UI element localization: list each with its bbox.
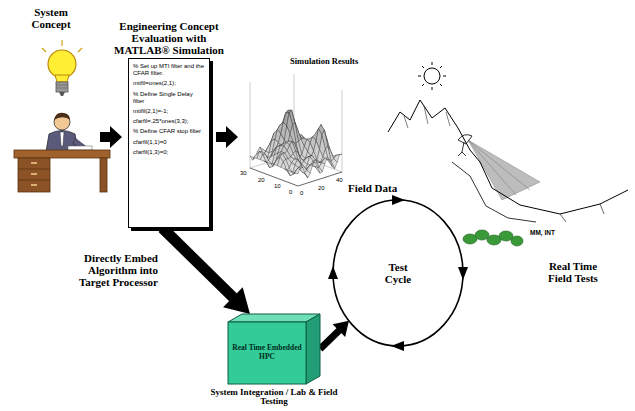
cube-top-face — [228, 314, 320, 322]
sun — [424, 68, 440, 84]
plot-axes — [250, 168, 342, 186]
bulb-thread — [56, 88, 68, 89]
axis-tick: 0 — [289, 189, 292, 196]
field-landscape — [388, 62, 628, 246]
bulb-ray — [61, 40, 62, 46]
bulb-thread — [56, 85, 68, 86]
block-arrow — [216, 126, 238, 148]
plot-wall-edge — [250, 74, 342, 172]
drawer-handle — [31, 162, 37, 164]
bulb-ray — [78, 48, 82, 52]
sensor-beam-line — [468, 140, 530, 195]
axis-tick: 40 — [336, 177, 343, 184]
axis-tick: 20 — [318, 185, 325, 192]
surface-cell — [295, 167, 301, 174]
sensor-beam — [468, 140, 540, 200]
desk-drawer — [18, 169, 50, 170]
sun-rays — [418, 62, 446, 90]
mountain-shading — [404, 106, 450, 128]
cycle-ellipse — [333, 200, 463, 346]
code-line: cfarfil(1,1)=0 — [133, 139, 205, 146]
radar-mast — [458, 142, 466, 156]
axis-tick: 30 — [240, 170, 247, 177]
trees — [463, 230, 523, 246]
desk-drawer — [18, 180, 50, 181]
cycle-arrowhead — [328, 266, 338, 279]
drawer-handle — [31, 173, 37, 175]
cube-front-face — [228, 322, 306, 384]
cycle-arrowhead — [392, 195, 405, 205]
cycle-arrowhead — [458, 267, 468, 280]
tree — [511, 236, 523, 246]
plot-title: Simulation Results — [290, 57, 358, 66]
field-test-label: Real Time Field Tests — [548, 260, 598, 284]
desk-pedestal — [18, 158, 50, 192]
block-arrow — [100, 126, 122, 148]
code-line: mtifil=ones(2,1); — [133, 80, 205, 87]
cycle-text-area: Test Cycle — [333, 200, 463, 346]
bulb-neck — [55, 75, 69, 82]
connector-arrow — [162, 228, 250, 314]
code-line: cfarfil(1,3)=0; — [133, 149, 205, 156]
terrain-line — [560, 204, 604, 222]
code-line: cfarfil=.25*ones(3,3); — [133, 118, 205, 125]
cycle-label: Test Cycle — [376, 261, 420, 285]
processor-label: Real Time Embedded HPC — [228, 344, 306, 361]
code-document: Engineering Concept Evaluation with MATL… — [128, 58, 210, 228]
concept-label: System Concept — [18, 6, 84, 30]
plot-frame — [250, 74, 342, 172]
person-hair — [54, 113, 70, 120]
bulb-tip — [59, 92, 65, 96]
axis-tick: 0 — [300, 190, 303, 197]
axis-tick: 20 — [258, 177, 265, 184]
arrowhead — [333, 321, 349, 337]
tree — [499, 231, 513, 241]
code-line: % Set up MTI filter and the CFAR filter. — [133, 63, 205, 77]
connector-shaft — [320, 330, 340, 349]
code-line: mtifil(2,1)=-1; — [133, 108, 205, 115]
surface-cell — [314, 166, 320, 173]
tree — [475, 230, 489, 240]
node-caption: System Integration / Lab & Field Testing — [199, 388, 349, 407]
bulb-glass — [48, 50, 76, 78]
desk-paper — [68, 146, 92, 150]
terrain-line — [452, 162, 536, 222]
cube-face-text-area: Real Time Embedded HPC — [228, 322, 306, 384]
surface-cell — [326, 159, 332, 167]
mountain-ridge — [388, 100, 458, 132]
test-cycle-circle: Test Cycle — [333, 200, 463, 346]
bulb-base — [56, 82, 68, 92]
code-line: % Define Single Delay filter — [133, 91, 205, 105]
desk-top — [14, 150, 110, 158]
axis-tick: 10 — [274, 183, 281, 190]
code-line: % Define CFAR stop filter — [133, 128, 205, 135]
surface-cell — [281, 162, 287, 171]
edge-label: Directly Embed Algorithm into Target Pro… — [72, 252, 158, 288]
person-at-desk — [14, 113, 110, 192]
code-body: % Set up MTI filter and the CFAR filter.… — [129, 59, 209, 163]
surface-cell — [260, 154, 266, 162]
connector-arrow — [320, 321, 349, 349]
desk-leg — [100, 158, 107, 192]
surface-plot — [250, 110, 342, 178]
plot-axis — [250, 168, 342, 186]
person-shirt — [60, 132, 64, 146]
cycle-arrowhead — [391, 341, 404, 351]
surface-cell — [322, 158, 328, 164]
drawer-handle — [31, 184, 37, 186]
radar-dish — [458, 135, 472, 144]
node-heading: Engineering Concept Evaluation with MATL… — [110, 20, 228, 56]
cube-side-face — [306, 314, 320, 384]
light-bulb — [42, 40, 82, 96]
bulb-ray — [42, 48, 46, 52]
flow-label: Field Data — [348, 182, 397, 194]
map-annotation: MM, INT — [530, 229, 555, 236]
connector-shaft — [162, 228, 233, 298]
arrowhead — [223, 287, 250, 314]
processor-cube: Real Time Embedded HPCSystem Integration… — [228, 314, 320, 384]
